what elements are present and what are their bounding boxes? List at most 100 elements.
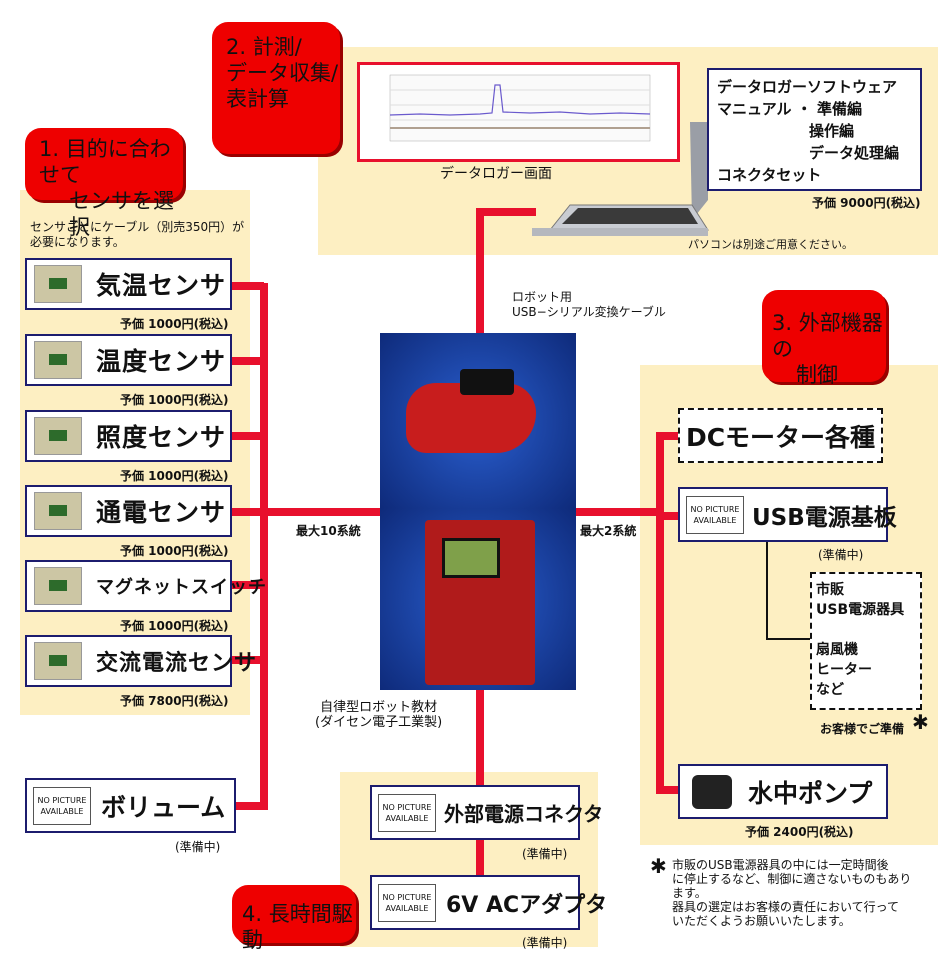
- pump-photo: [692, 774, 732, 809]
- sensor-name: 照度センサ: [96, 423, 227, 452]
- no-picture-placeholder: NO PICTURE AVAILABLE: [378, 793, 436, 832]
- software-line: コネクタセット: [717, 166, 822, 184]
- sensor-photo: [34, 642, 82, 680]
- step2-line3: 表計算: [226, 87, 289, 111]
- step3-line1: 3. 外部機器の: [772, 311, 883, 361]
- sensor-name: マグネットスイッチ: [96, 577, 267, 598]
- pc-link: [476, 208, 536, 216]
- dc-link: [656, 432, 680, 440]
- usb-board-name: USB電源基板: [752, 504, 897, 531]
- software-box: データロガーソフトウェア マニュアル ・ 準備編 操作編 データ処理編 コネクタ…: [707, 68, 922, 191]
- usb-link: [656, 512, 680, 520]
- dc-motor-name: DCモーター各種: [685, 422, 876, 452]
- pc-note: パソコンは別途ご用意ください。: [688, 238, 853, 251]
- step3-line2: 制御: [796, 363, 838, 387]
- sensor-ac-current[interactable]: 交流電流センサ: [25, 635, 256, 687]
- software-line: データ処理編: [809, 144, 900, 162]
- step3-badge: 3. 外部機器の 制御: [762, 290, 886, 387]
- footnote: 市販のUSB電源器具の中には一定時間後 に停止するなど、制御に適さないものもあり…: [672, 858, 912, 928]
- laptop-icon: [532, 122, 709, 236]
- software-line: 操作編: [809, 122, 855, 140]
- sensor-name: 通電センサ: [96, 498, 227, 527]
- ac-adapter-name: 6V ACアダプタ: [446, 892, 608, 918]
- usb-connector-v: [766, 540, 768, 640]
- sensor-price: 予価 1000円(税込): [120, 393, 229, 407]
- sensor-link-5: [232, 581, 264, 589]
- step2-badge: 2. 計測/ データ収集/ 表計算: [212, 22, 340, 154]
- volume-name: ボリューム: [101, 792, 226, 822]
- pump-name: 水中ポンプ: [748, 778, 873, 808]
- step4-line1: 4. 長時間駆動: [242, 902, 353, 952]
- no-picture-placeholder: NO PICTURE AVAILABLE: [378, 883, 436, 922]
- pump-box[interactable]: 水中ポンプ: [678, 764, 888, 819]
- volume-status: (準備中): [175, 840, 221, 854]
- step2-line1: 2. 計測/: [226, 35, 302, 59]
- step4-badge: 4. 長時間駆動: [232, 885, 356, 952]
- step2-line2: データ収集/: [226, 61, 339, 85]
- logger-graph: [389, 74, 651, 142]
- step1-badge: 1. 目的に合わせて センサを選択: [25, 128, 183, 239]
- sensor-price: 予価 1000円(税込): [120, 317, 229, 331]
- no-picture-placeholder: NO PICTURE AVAILABLE: [686, 495, 744, 534]
- usb-board-status: (準備中): [818, 548, 864, 562]
- volume-box[interactable]: NO PICTURE AVAILABLE ボリューム: [25, 778, 236, 833]
- sensor-temperature[interactable]: 温度センサ: [25, 334, 232, 386]
- robot-to-control: [574, 508, 664, 516]
- ac-adapter-box[interactable]: NO PICTURE AVAILABLE 6V ACアダプタ: [370, 875, 607, 930]
- robot-caption: 自律型ロボット教材 (ダイセン電子工業製): [315, 700, 443, 730]
- control-bus: [656, 432, 664, 792]
- control-channels: 最大2系統: [580, 524, 637, 538]
- cable-note: センサごとにケーブル（別売350円）が 必要になります。: [30, 220, 245, 249]
- sensor-link-6: [232, 656, 264, 664]
- dc-motor-box[interactable]: DCモーター各種: [678, 408, 883, 463]
- sensor-bus: [260, 283, 268, 810]
- sensor-price: 予価 1000円(税込): [120, 619, 229, 633]
- sensor-photo: [34, 265, 82, 303]
- usb-connector-h: [766, 638, 812, 640]
- volume-link: [236, 802, 268, 810]
- sensor-link-3: [232, 432, 264, 440]
- sensor-price: 予価 7800円(税込): [120, 694, 229, 708]
- cable-label: ロボット用 USB−シリアル変換ケーブル: [512, 290, 666, 319]
- controller-photo: [380, 508, 576, 690]
- logger-screen: [357, 62, 680, 162]
- sensor-current-flow[interactable]: 通電センサ: [25, 485, 232, 537]
- customer-prepare: お客様でご準備: [820, 722, 905, 736]
- sensor-channels: 最大10系統: [296, 524, 361, 538]
- sensor-link-2: [232, 357, 264, 365]
- step1-line1: 1. 目的に合わせて: [39, 137, 171, 187]
- commercial-box: 市販 USB電源器具 扇風機 ヒーター など: [810, 572, 922, 710]
- sensor-name: 温度センサ: [96, 347, 227, 376]
- software-price: 予価 9000円(税込): [812, 196, 921, 210]
- sensor-illuminance[interactable]: 照度センサ: [25, 410, 232, 462]
- sensor-link-4: [232, 508, 264, 516]
- sensor-name: 気温センサ: [96, 271, 227, 300]
- pump-price: 予価 2400円(税込): [745, 825, 854, 839]
- software-line: マニュアル ・ 準備編: [717, 100, 862, 118]
- sensor-photo: [34, 567, 82, 605]
- sensor-photo: [34, 417, 82, 455]
- asterisk-icon: ✱: [650, 854, 667, 878]
- no-picture-placeholder: NO PICTURE AVAILABLE: [33, 786, 91, 825]
- sensor-photo: [34, 492, 82, 530]
- sensor-to-robot: [264, 508, 384, 516]
- sensor-link-1: [232, 282, 264, 290]
- sensor-photo: [34, 341, 82, 379]
- usb-board-box[interactable]: NO PICTURE AVAILABLE USB電源基板: [678, 487, 897, 542]
- asterisk-icon: ✱: [912, 710, 929, 734]
- logger-screen-caption: データロガー画面: [440, 166, 552, 182]
- pump-link: [656, 786, 680, 794]
- robot-photo: [380, 333, 576, 508]
- step1-line2: センサを選択: [69, 189, 174, 239]
- sensor-name: 交流電流センサ: [96, 651, 258, 676]
- sensor-magnet-switch[interactable]: マグネットスイッチ: [25, 560, 266, 612]
- sensor-price: 予価 1000円(税込): [120, 544, 229, 558]
- ext-connector-name: 外部電源コネクタ: [444, 802, 604, 826]
- sensor-price: 予価 1000円(税込): [120, 469, 229, 483]
- ext-connector-box[interactable]: NO PICTURE AVAILABLE 外部電源コネクタ: [370, 785, 603, 840]
- robot-to-pc: [476, 208, 484, 336]
- ac-adapter-status: (準備中): [522, 936, 568, 950]
- ext-connector-status: (準備中): [522, 847, 568, 861]
- sensor-air-temp[interactable]: 気温センサ: [25, 258, 232, 310]
- software-line: データロガーソフトウェア: [717, 78, 898, 96]
